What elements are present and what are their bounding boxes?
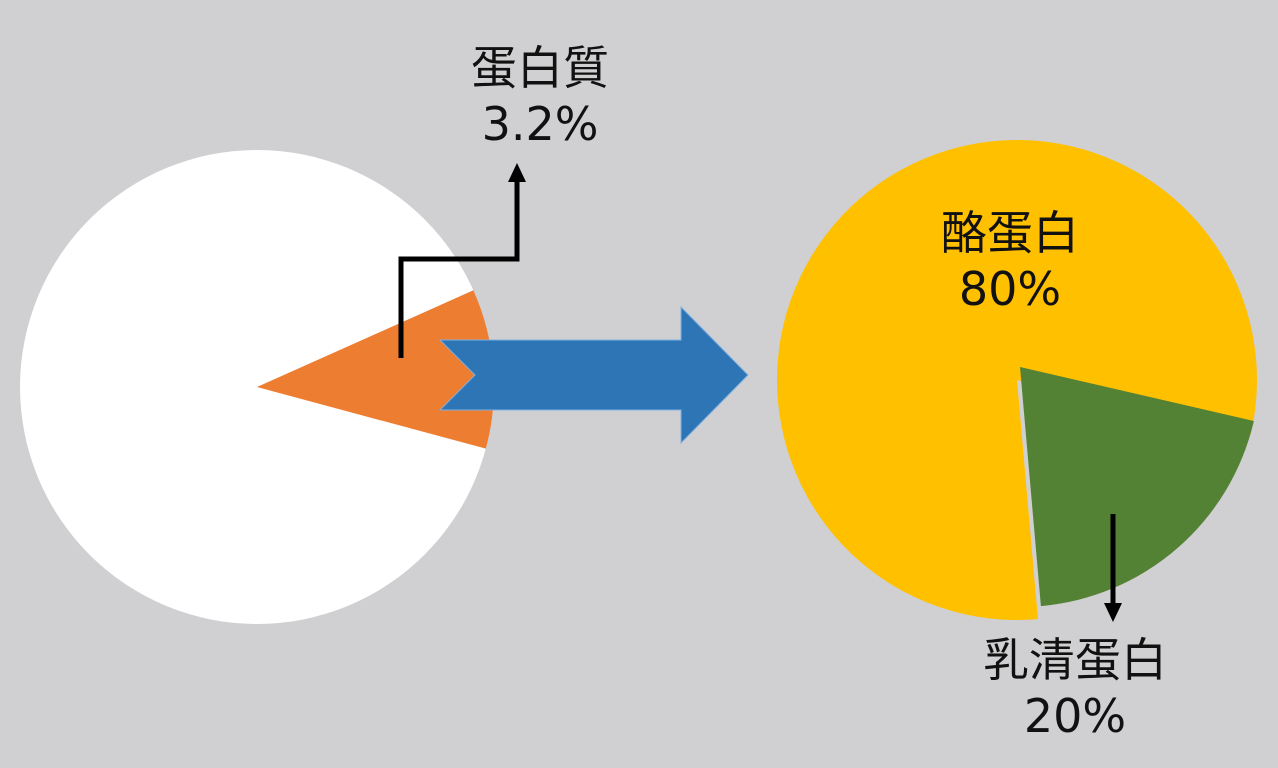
casein-label: 酪蛋白 80% [910,205,1110,317]
left-pie [20,150,494,624]
transition-arrow [438,305,749,445]
casein-name: 酪蛋白 [941,206,1079,260]
protein-name: 蛋白質 [471,41,609,95]
protein-callout-line [398,180,520,358]
pie-slice-casein [777,140,1257,620]
protein-value: 3.2% [481,97,599,151]
right-pie [777,140,1257,620]
protein-callout-arrowhead [508,163,526,182]
whey-value: 20% [1023,689,1127,743]
whey-name: 乳清蛋白 [983,633,1167,687]
protein-label: 蛋白質 3.2% [440,40,640,152]
whey-label: 乳清蛋白 20% [950,632,1200,744]
casein-value: 80% [958,262,1062,316]
pie-slice-whey [1020,367,1254,607]
pie-slice-protein [257,290,494,449]
whey-callout-arrowhead [1104,603,1122,622]
